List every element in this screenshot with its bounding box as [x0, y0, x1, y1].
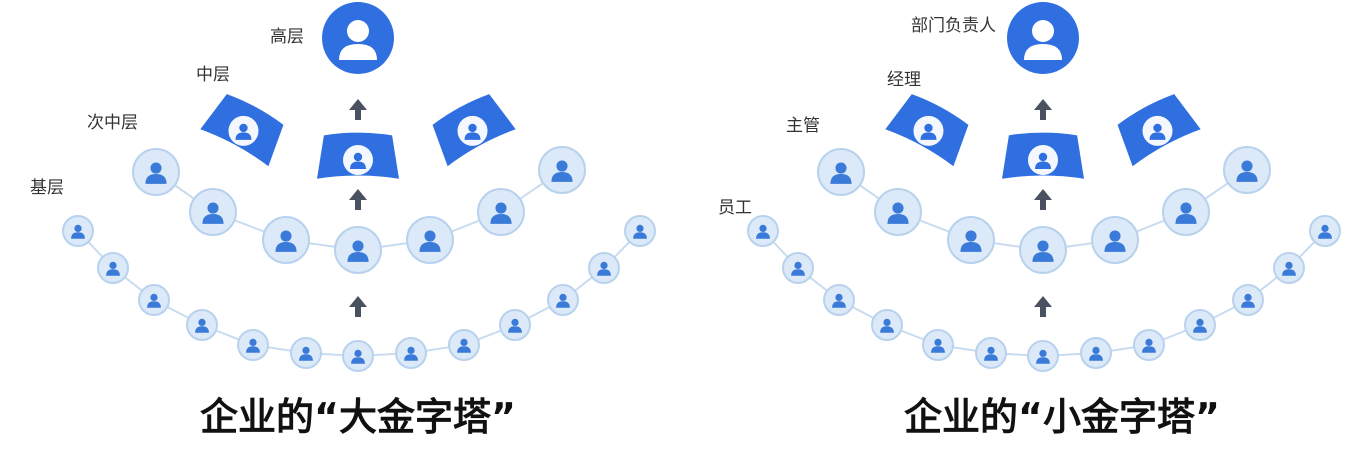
sub-node [1091, 216, 1139, 264]
base-node [547, 284, 579, 316]
arrow-up-icon [349, 296, 367, 317]
mid-segment-center [317, 132, 399, 179]
base-node [1273, 252, 1305, 284]
base-node [395, 337, 427, 369]
base-node [186, 309, 218, 341]
sub-node [947, 216, 995, 264]
sub-node [538, 146, 586, 194]
base-node [138, 284, 170, 316]
mid-segment-right [885, 94, 969, 167]
base-node [1133, 329, 1165, 361]
arrow-up-icon [1034, 189, 1052, 210]
base-node [747, 215, 779, 247]
sub-node [1162, 188, 1210, 236]
right-arrows [1034, 99, 1052, 317]
left-mid-segments [200, 94, 516, 179]
right-label-sub: 主管 [786, 116, 820, 136]
left-pyramid: 高层 中层 次中层 基层 企业的“大金字塔” [30, 2, 656, 439]
left-top-node [322, 2, 394, 74]
base-node [624, 215, 656, 247]
mid-segment-left [432, 94, 516, 167]
sub-node [477, 188, 525, 236]
base-node [975, 337, 1007, 369]
mid-segment-left [1117, 94, 1201, 167]
sub-node [817, 148, 865, 196]
top-node [322, 2, 394, 74]
right-top-node [1007, 2, 1079, 74]
sub-node [1223, 146, 1271, 194]
base-node [823, 284, 855, 316]
right-label-base: 员工 [718, 198, 752, 218]
base-node [1232, 284, 1264, 316]
base-node [1027, 340, 1059, 372]
right-mid-segments [885, 94, 1201, 179]
base-node [588, 252, 620, 284]
mid-segment-right [200, 94, 284, 167]
base-node [1309, 215, 1341, 247]
right-label-mid: 经理 [887, 70, 921, 90]
left-label-top: 高层 [270, 27, 304, 47]
left-node-layer [62, 146, 656, 372]
left-label-base: 基层 [30, 178, 64, 198]
base-node [1080, 337, 1112, 369]
right-pyramid: 部门负责人 经理 主管 员工 企业的“小金字塔” [718, 2, 1341, 439]
arrow-up-icon [349, 189, 367, 210]
base-node [237, 329, 269, 361]
base-node [290, 337, 322, 369]
base-node [97, 252, 129, 284]
base-node [342, 340, 374, 372]
sub-node [262, 216, 310, 264]
arrow-up-icon [1034, 99, 1052, 120]
arrow-up-icon [1034, 296, 1052, 317]
left-label-mid: 中层 [196, 65, 230, 85]
sub-node [406, 216, 454, 264]
left-arrows [349, 99, 367, 317]
sub-node [334, 226, 382, 274]
right-label-top: 部门负责人 [911, 16, 996, 36]
sub-node [132, 148, 180, 196]
left-label-sub: 次中层 [87, 113, 138, 133]
right-caption: 企业的“小金字塔” [904, 395, 1220, 439]
base-node [499, 309, 531, 341]
base-node [782, 252, 814, 284]
mid-segment-center [1002, 132, 1084, 179]
top-node [1007, 2, 1079, 74]
sub-node [189, 188, 237, 236]
right-node-layer [747, 146, 1341, 372]
arrow-up-icon [349, 99, 367, 120]
base-node [922, 329, 954, 361]
sub-node [1019, 226, 1067, 274]
base-node [448, 329, 480, 361]
left-caption: 企业的“大金字塔” [200, 395, 516, 439]
base-node [871, 309, 903, 341]
base-node [62, 215, 94, 247]
sub-node [874, 188, 922, 236]
base-node [1184, 309, 1216, 341]
